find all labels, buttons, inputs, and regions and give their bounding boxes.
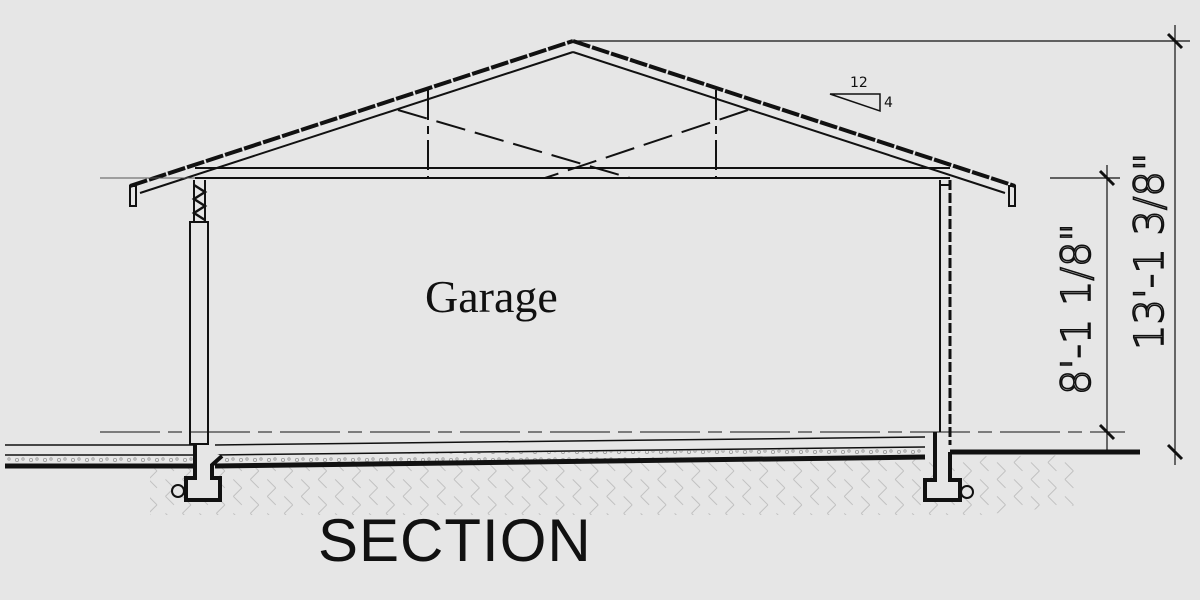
roof bbox=[100, 39, 1016, 207]
earth-hatch bbox=[150, 455, 1080, 515]
total-height-dimension: 13'-1 3/8" bbox=[1127, 153, 1173, 350]
left-footing bbox=[171, 445, 224, 502]
roof-pitch-symbol: 12 4 bbox=[829, 75, 893, 113]
wall-height-dimension: 8'-1 1/8" bbox=[1054, 223, 1100, 395]
room-label: Garage bbox=[425, 271, 558, 322]
grade-lines bbox=[5, 431, 1140, 469]
pitch-run: 12 bbox=[850, 75, 868, 91]
pitch-rise: 4 bbox=[884, 95, 893, 111]
right-wall bbox=[939, 180, 952, 445]
dimension-lines bbox=[573, 25, 1190, 465]
left-wall bbox=[189, 180, 209, 445]
right-footing bbox=[923, 432, 974, 502]
drawing-title: SECTION bbox=[318, 507, 592, 574]
